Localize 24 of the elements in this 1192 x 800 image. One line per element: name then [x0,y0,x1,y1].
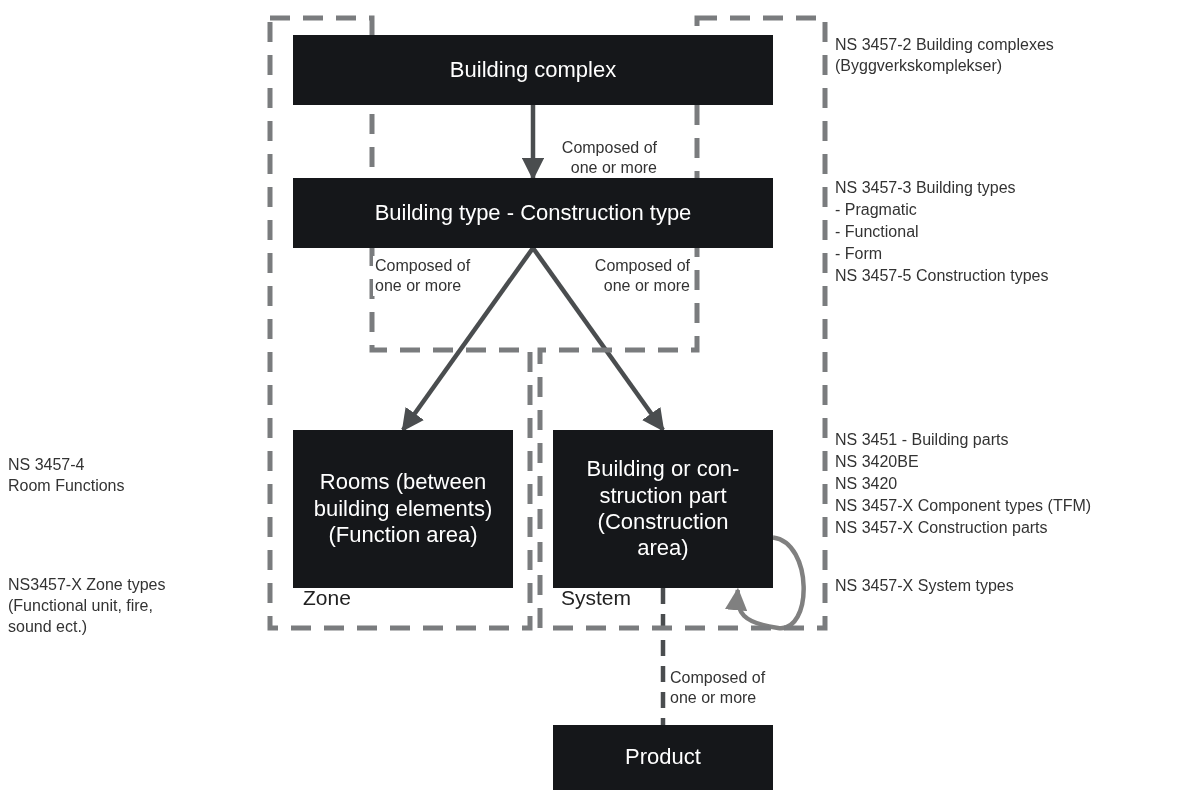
arrow [401,246,535,432]
connector-line [660,588,666,725]
standard-note: NS 3420 [835,474,898,494]
standard-note: - Form [835,244,883,264]
entity-box: Rooms (between building elements) (Function area) [293,430,513,588]
standard-note: - Pragmatic [835,200,917,220]
standard-note: NS 3457-X Construction parts [835,518,1048,538]
entity-box: Building type - Construction type [293,178,773,248]
loop-arrow [725,535,806,631]
standard-note: NS 3457-4 Room Functions [8,455,126,496]
standard-note: NS 3457-3 Building types [835,178,1016,198]
entity-box: Product [553,725,773,790]
arrow [521,105,545,181]
standard-note: - Functional [835,222,919,242]
standard-note: NS 3451 - Building parts [835,430,1009,450]
standard-note: NS 3457-X Component types (TFM) [835,496,1092,516]
arrow [531,246,665,432]
standard-note: NS 3457-5 Construction types [835,266,1049,286]
entity-box: Building or con- struction part (Construction area) [553,430,773,588]
standard-note: NS3457-X Zone types (Functional unit, fire, sound ect.) [8,575,167,637]
standard-note: NS 3420BE [835,452,919,472]
entity-box: Building complex [293,35,773,105]
standard-note: NS 3457-X System types [835,576,1014,596]
standard-note: NS 3457-2 Building complexes (Byggverkskomplekser) [835,35,1055,76]
